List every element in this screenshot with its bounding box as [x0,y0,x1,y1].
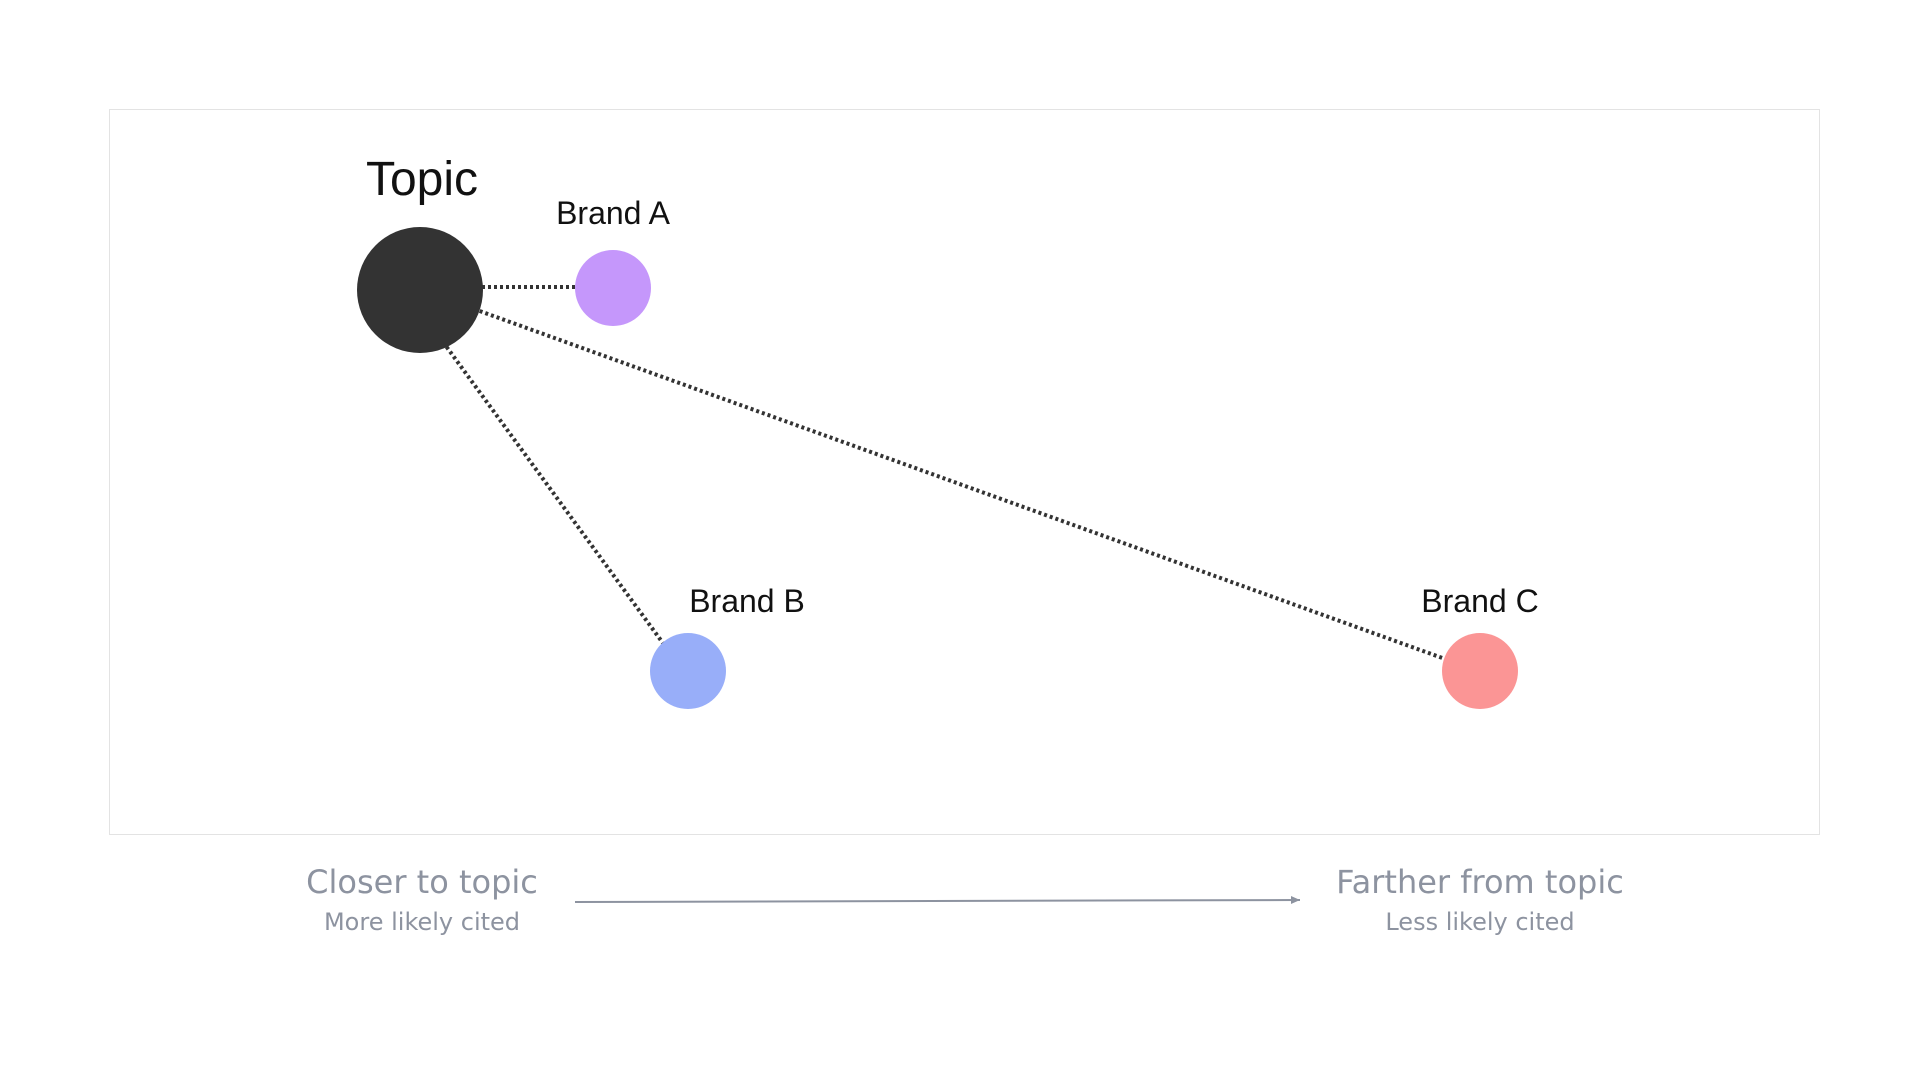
brand-c-label: Brand C [1421,583,1538,619]
connector-topic-brand-b [441,340,670,652]
axis-right-title: Farther from topic [1336,863,1624,901]
axis-arrow [574,896,1301,905]
brand-b-label: Brand B [689,583,805,619]
connector-topic-brand-c [473,307,1449,662]
topic-label: Topic [366,153,478,206]
axis-left-title: Closer to topic [306,863,538,901]
axis-right-subtitle: Less likely cited [1385,908,1575,936]
brand-b-node [650,633,726,709]
brand-a-label: Brand A [556,195,671,231]
brand-c-node [1442,633,1518,709]
diagram-frame [109,109,1820,835]
axis-left-subtitle: More likely cited [323,908,521,936]
topic-node [357,227,483,353]
brand-a-node [575,250,651,326]
